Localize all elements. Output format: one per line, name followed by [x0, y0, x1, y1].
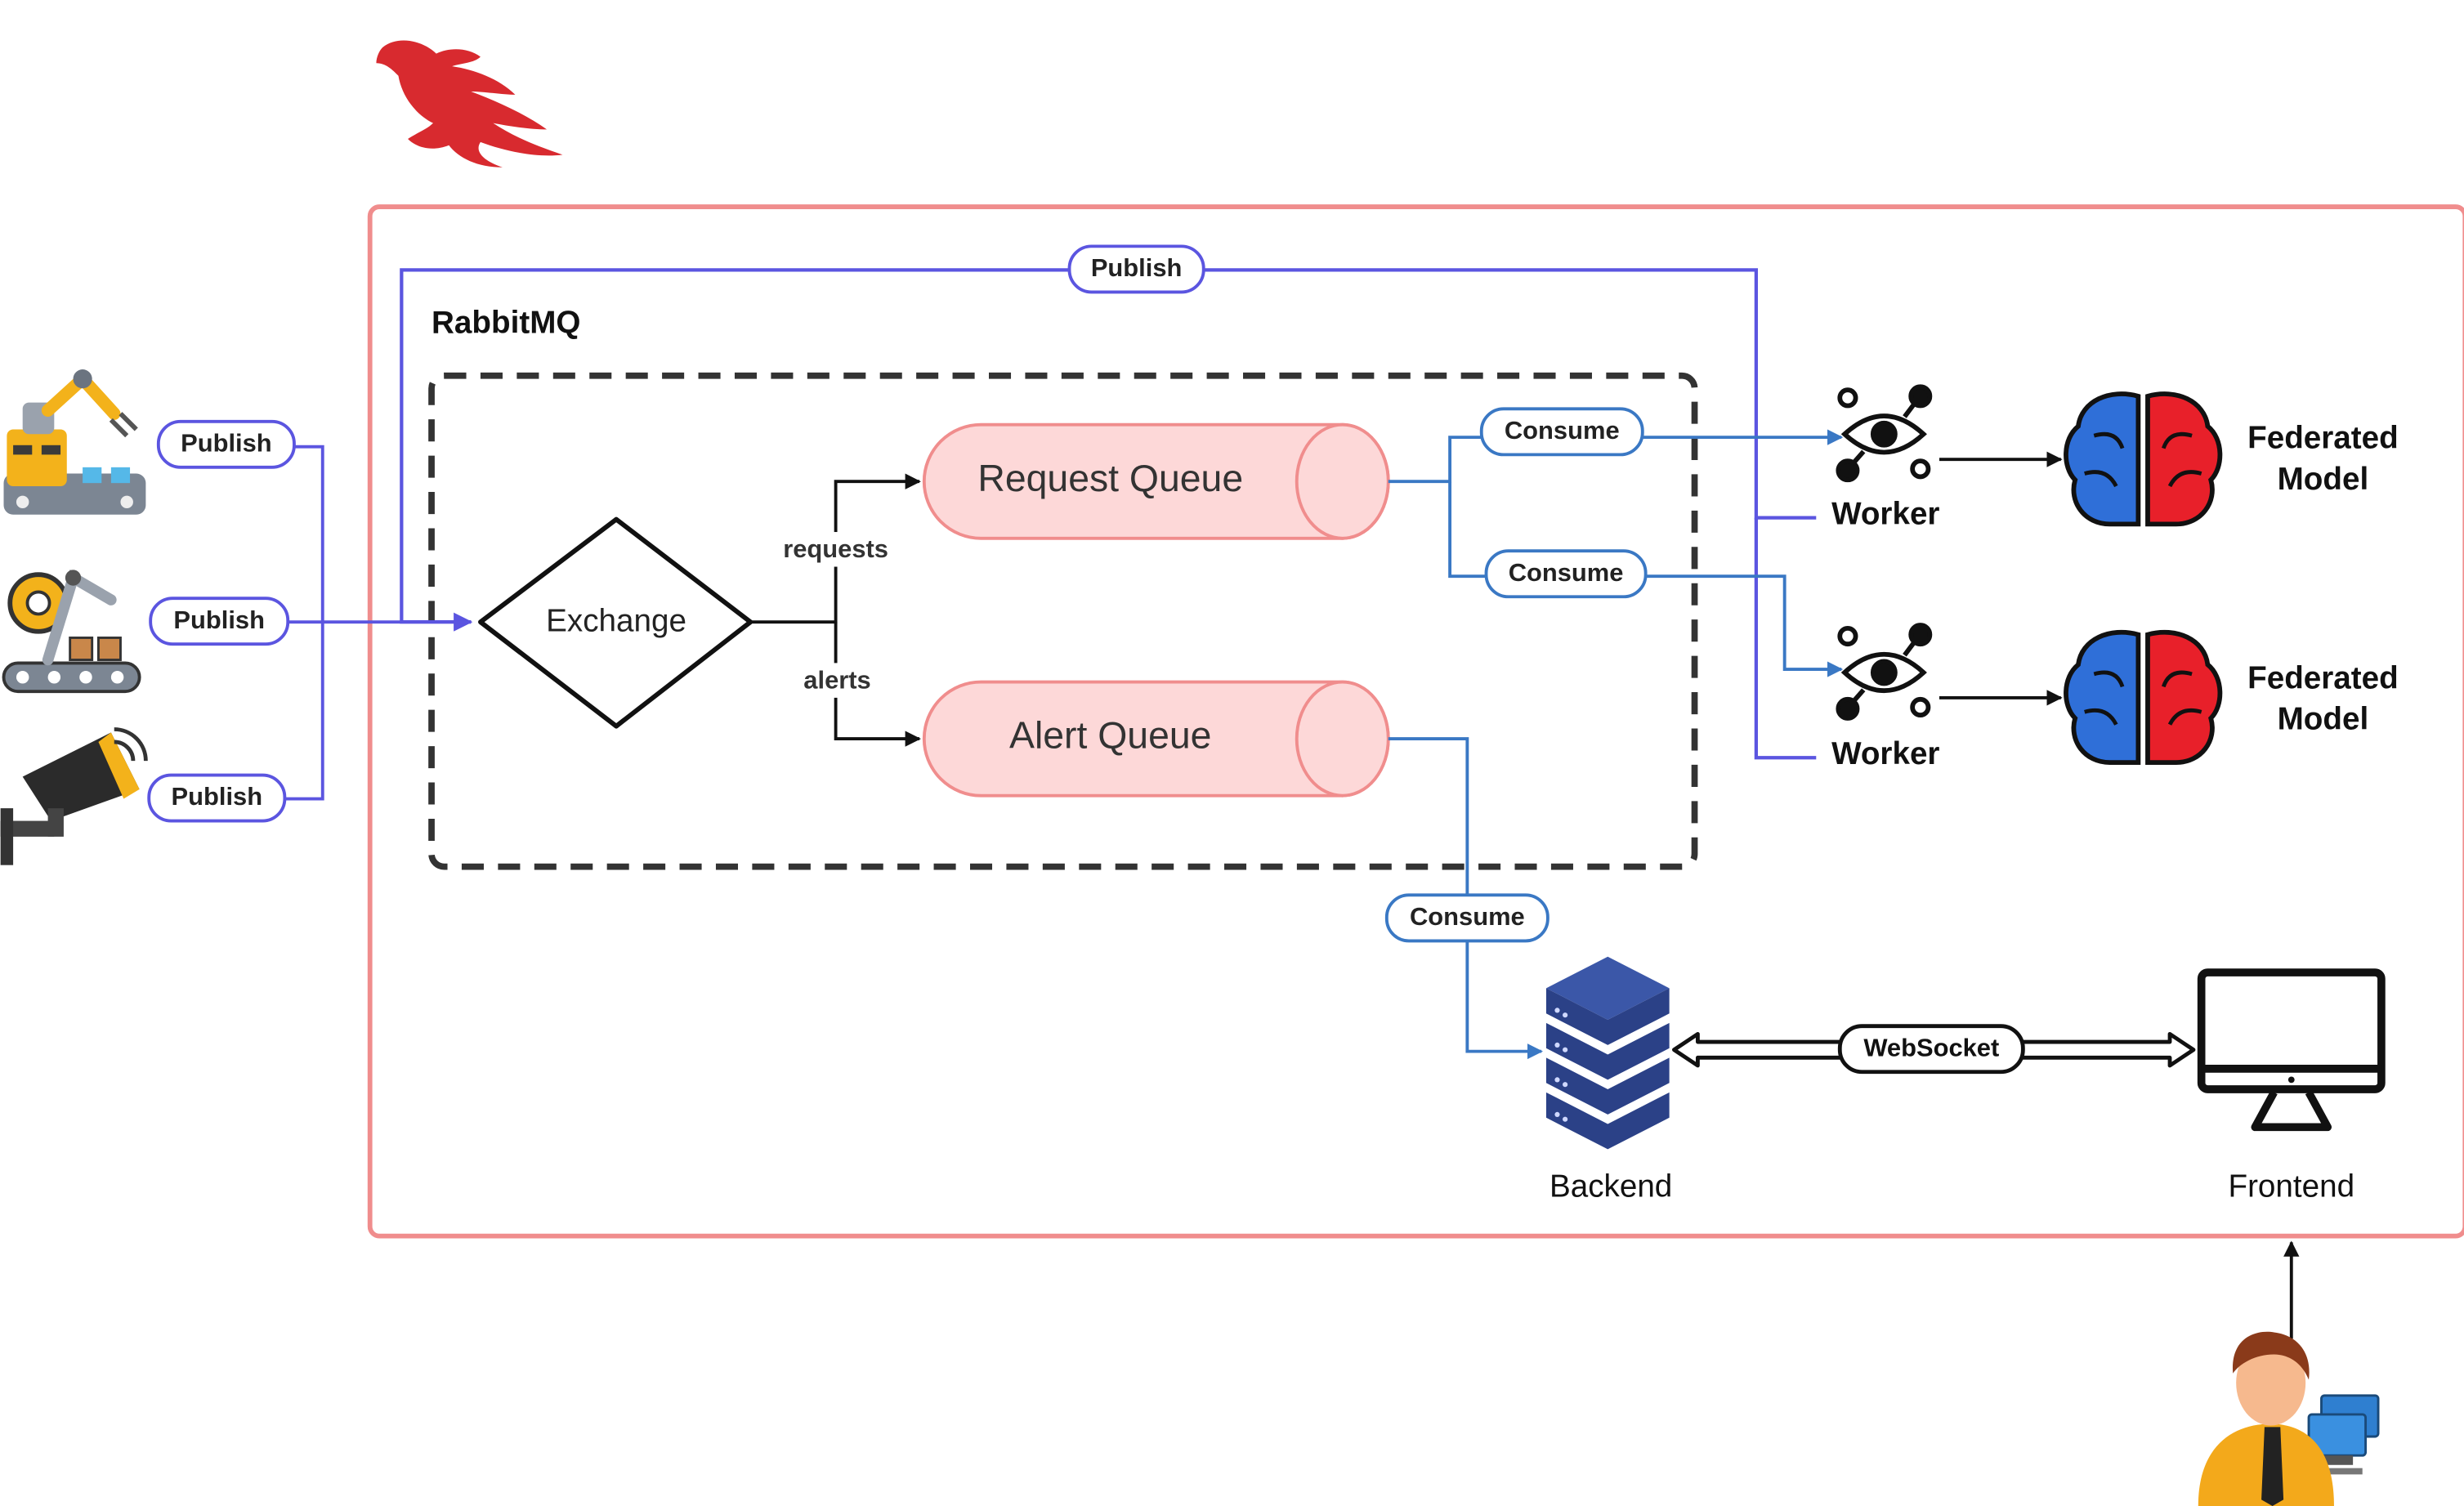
publish-top-pill — [1067, 244, 1205, 294]
system-boundary — [367, 204, 2464, 1239]
model-1-line2: Model — [2278, 462, 2369, 497]
publish-pill-2 — [149, 597, 290, 646]
websocket-pill — [1837, 1024, 2025, 1075]
consume-pill-2 — [1484, 549, 1648, 599]
worker-label-2: Worker — [1831, 736, 1939, 771]
server-stack-icon — [1545, 956, 1670, 1150]
gear-robot-arm-icon — [2, 569, 141, 694]
frontend-label: Frontend — [2228, 1169, 2354, 1204]
requests-label: requests — [783, 534, 888, 563]
alerts-label: alerts — [803, 665, 870, 694]
publish-pill-3 — [147, 773, 287, 823]
alerts-edge — [834, 622, 921, 747]
alert-queue-label: Alert Queue — [1009, 714, 1211, 757]
security-camera-icon — [0, 727, 148, 865]
alert-queue-node — [922, 680, 1390, 798]
eye-network-icon — [1836, 384, 1933, 483]
model-2-line1: Federated — [2247, 660, 2399, 695]
rabbitmq-title: RabbitMQ — [432, 306, 580, 341]
device-publish-edges — [284, 445, 472, 801]
eye-network-icon — [1836, 623, 1933, 721]
consume-pill-1 — [1479, 407, 1644, 457]
phoenix-logo-icon — [376, 40, 563, 168]
user-computer-icon — [2198, 1331, 2380, 1506]
exchange-node — [478, 516, 754, 729]
consume-label-3: Consume — [1410, 902, 1525, 931]
publish-loop-edge-2 — [1754, 517, 1817, 760]
consume-label-1: Consume — [1505, 416, 1620, 445]
worker-label-1: Worker — [1831, 496, 1939, 531]
consume-label-2: Consume — [1509, 558, 1624, 587]
monitor-icon — [2197, 968, 2386, 1132]
exchange-label: Exchange — [546, 604, 686, 639]
brain-icon — [2064, 391, 2223, 527]
request-queue-label: Request Queue — [977, 457, 1243, 499]
publish-label-2: Publish — [173, 606, 265, 634]
consume-edge-1 — [1388, 429, 1844, 484]
request-queue-node — [922, 422, 1390, 540]
robot-arm-conveyor-icon — [3, 369, 146, 515]
publish-label-3: Publish — [172, 782, 263, 811]
model-2-line2: Model — [2278, 702, 2369, 737]
publish-label-1: Publish — [181, 429, 272, 458]
publish-top-label: Publish — [1091, 253, 1183, 282]
consume-edge-2 — [1448, 481, 1844, 677]
consume-pill-3 — [1384, 893, 1550, 943]
brain-icon — [2064, 629, 2223, 765]
model-1-line1: Federated — [2247, 421, 2399, 456]
publish-pill-1 — [156, 419, 296, 469]
backend-label: Backend — [1550, 1169, 1672, 1204]
websocket-label: WebSocket — [1863, 1033, 1999, 1061]
